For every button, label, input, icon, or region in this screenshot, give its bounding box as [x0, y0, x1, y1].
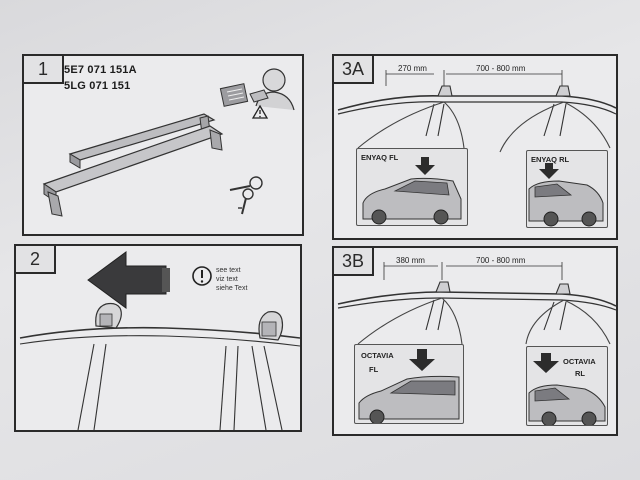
roof-diagram	[337, 70, 616, 153]
warning-icon	[251, 104, 269, 119]
arrow-left-icon	[87, 251, 170, 309]
inset-label-line-2: FL	[369, 365, 379, 374]
dimension-right: 700 - 800 mm	[476, 256, 526, 265]
inset-label-line-2: RL	[575, 369, 585, 378]
dimension-left: 380 mm	[396, 256, 425, 265]
panel-3a: 3A 270 mm 700 - 800 mm	[332, 54, 618, 240]
step-number: 3B	[334, 248, 374, 276]
note-line-2: viz text	[216, 276, 238, 283]
arrow-down-icon	[415, 157, 435, 175]
car-front-icon	[362, 157, 462, 225]
inset-label-line-1: OCTAVIA	[563, 357, 596, 366]
mechanic-icon	[249, 68, 295, 111]
part-number-2: 5LG 071 151	[64, 80, 131, 92]
step-number: 3A	[334, 56, 374, 84]
note-line-3: siehe Text	[216, 285, 248, 292]
dimension-right: 700 - 800 mm	[476, 64, 526, 73]
inset-enyaq-fl: ENYAQ FL	[356, 148, 468, 226]
keys-icon	[229, 176, 263, 215]
inset-octavia-rl: OCTAVIA RL	[526, 346, 608, 426]
panel-3b: 3B 380 mm 700 - 800 mm OCTAVIA FL	[332, 246, 618, 436]
roof-diagram	[337, 262, 616, 345]
inset-label: ENYAQ RL	[531, 155, 570, 164]
inset-label-line-1: OCTAVIA	[361, 351, 394, 360]
arrow-down-icon	[539, 163, 559, 179]
step-number: 1	[24, 56, 64, 84]
dimension-left: 270 mm	[398, 64, 427, 73]
car-rear-icon	[528, 163, 604, 227]
exclamation-circle-icon	[192, 266, 212, 286]
note-line-1: see text	[216, 267, 241, 274]
inset-octavia-fl: OCTAVIA FL	[354, 344, 464, 424]
part-number-1: 5E7 071 151A	[64, 64, 137, 76]
roof-bars-mounted	[19, 302, 300, 430]
instruction-booklet-icon	[219, 83, 249, 107]
step-number: 2	[16, 246, 56, 274]
panel-1: 1 5E7 071 151A 5LG 071 151	[22, 54, 304, 236]
car-rear-icon	[528, 353, 606, 425]
roof-bars-icon	[42, 113, 224, 217]
arrow-down-icon	[409, 349, 435, 371]
inset-label: ENYAQ FL	[361, 153, 399, 162]
car-front-icon	[358, 349, 460, 423]
arrow-down-icon	[533, 353, 559, 373]
inset-enyaq-rl: ENYAQ RL	[526, 150, 608, 228]
panel-2: 2 see text viz text siehe Text	[14, 244, 302, 432]
